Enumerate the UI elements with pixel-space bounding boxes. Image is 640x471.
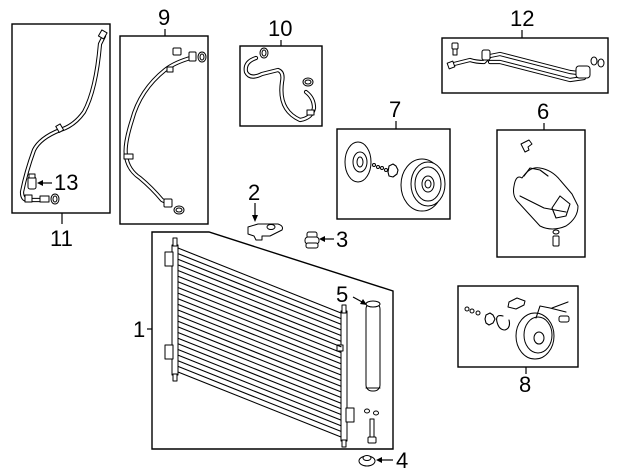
condenser-fin-line [177,269,342,337]
condenser-fin-line [177,253,342,320]
evaporator-lines-part [446,42,605,83]
condenser-fin-line [177,298,342,365]
condenser-fin-line [177,337,342,404]
callout-9[interactable]: 9 [158,5,170,30]
arrow-13 [37,180,43,186]
condenser-fin-line [177,371,342,438]
arrow-4 [376,457,382,463]
condenser-fin-line [177,292,342,359]
liquid-line-pipe [19,29,108,205]
callout-3[interactable]: 3 [336,227,348,252]
suction-hose-part [123,47,207,215]
bracket-part [247,223,283,241]
condenser-fin-line [177,275,342,342]
cushion-part [304,231,320,249]
callout-7[interactable]: 7 [389,97,401,122]
arrow-3 [319,236,325,242]
arrow-5 [360,299,367,305]
callout-2[interactable]: 2 [248,180,260,205]
callout-12[interactable]: 12 [510,6,534,31]
callout-4[interactable]: 4 [396,448,408,471]
pulley [400,158,446,212]
arrow-2 [252,215,258,222]
condenser-fin-line [177,281,342,348]
condenser-fin-line [177,331,342,399]
part-group-1[interactable]: 1 5 [133,231,394,450]
part-group-2[interactable]: 2 [247,180,283,241]
callout-13[interactable]: 13 [54,170,78,195]
callout-6[interactable]: 6 [537,99,549,124]
condenser-fin-line [177,315,342,382]
condenser-fin-line [177,365,342,432]
condenser-fin-line [177,360,342,427]
clutch-plate [344,141,372,183]
part-box-9[interactable] [119,35,209,225]
callout-11[interactable]: 11 [50,226,73,251]
condenser-fin-line [177,264,342,331]
part-group-3[interactable]: 3 [304,227,348,252]
condenser-fin-line [177,303,342,370]
coil-part [464,297,570,360]
part-group-9[interactable]: 9 [119,5,209,225]
part-box-1[interactable] [151,231,394,450]
part-group-6[interactable]: 6 [496,99,586,258]
condenser-fin-line [177,309,342,376]
condenser-fin-line [177,348,342,416]
condenser-fin-line [177,247,342,314]
part-group-7[interactable]: 7 [336,97,451,220]
condenser-core [164,237,355,448]
compressor-part [513,139,579,247]
part-group-8[interactable]: 8 [457,285,579,397]
condenser-fin-line [177,326,342,393]
part-group-10[interactable]: 10 [239,16,323,127]
callout-8[interactable]: 8 [519,372,531,397]
condenser-fin-line [177,320,342,387]
part-group-4[interactable]: 4 [358,448,408,471]
callout-10[interactable]: 10 [268,16,292,41]
discharge-hose-part [243,47,317,123]
part-group-12[interactable]: 12 [441,6,609,94]
lower-cushion-part [358,455,376,467]
shims [372,163,399,178]
part-group-11[interactable]: 11 13 [11,23,111,251]
callout-5[interactable]: 5 [336,282,348,307]
receiver-drier [364,300,381,444]
condenser-fin-line [177,354,342,421]
pressure-switch [27,173,37,190]
condenser-fin-line [177,343,342,410]
condenser-fin-line [177,258,342,325]
callout-1[interactable]: 1 [133,317,145,342]
condenser-fin-line [177,286,342,354]
